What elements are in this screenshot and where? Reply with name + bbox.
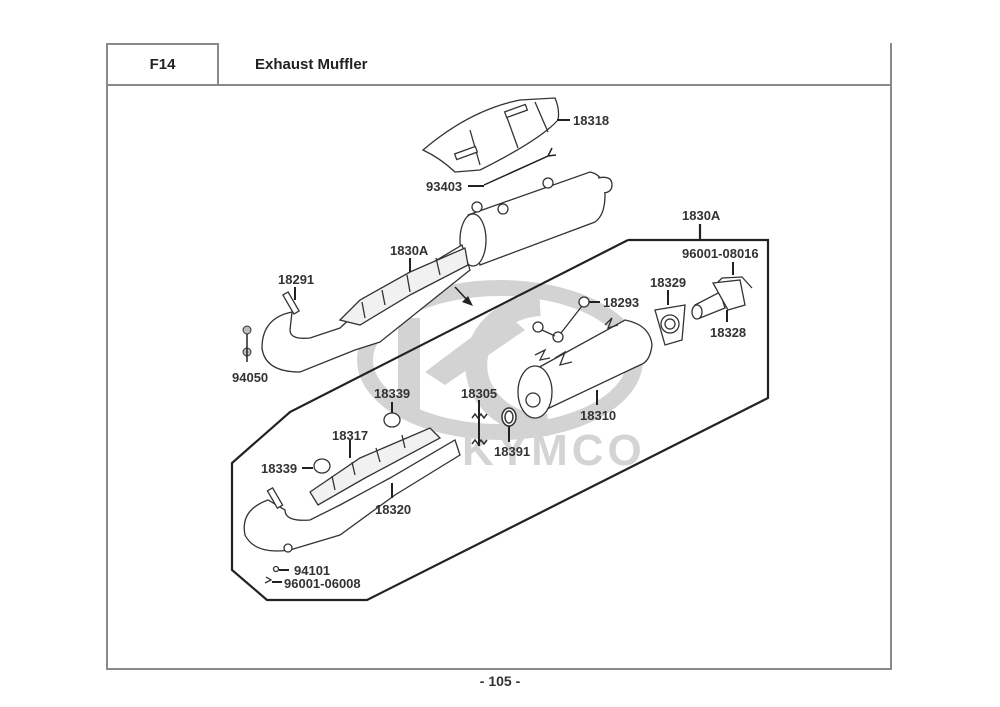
watermark-brand-text: KYMCO	[462, 426, 646, 475]
clamp-part	[313, 458, 331, 474]
callout-18329: 18329	[650, 275, 686, 290]
callout-18339-b: 18339	[261, 461, 297, 476]
page-frame	[106, 43, 892, 670]
small-fastener-part	[264, 565, 280, 584]
inset-muffler-part	[517, 317, 653, 419]
callout-18305: 18305	[461, 386, 497, 401]
callout-94050: 94050	[232, 370, 268, 385]
callout-18310: 18310	[580, 408, 616, 423]
callout-18318: 18318	[573, 113, 609, 128]
callout-96001-08016: 96001-08016	[682, 246, 759, 261]
callout-18317: 18317	[332, 428, 368, 443]
gasket-ring-part	[501, 407, 517, 427]
header-pipe-part	[261, 244, 471, 373]
inset-header-pipe-part	[243, 427, 461, 553]
callout-1830A-inset: 1830A	[682, 208, 721, 223]
callout-18328: 18328	[710, 325, 746, 340]
kymco-watermark-text: KYMCO	[462, 426, 646, 475]
callout-93403: 93403	[426, 179, 462, 194]
inset-frame	[230, 238, 770, 602]
flange-pipe-part	[691, 276, 753, 320]
callout-18293: 18293	[603, 295, 639, 310]
main-muffler-part	[459, 171, 613, 267]
callout-18339-a: 18339	[374, 386, 410, 401]
bracket-part	[483, 147, 557, 186]
callout-94101: 94101	[294, 563, 330, 578]
callout-1830A-main: 1830A	[390, 243, 429, 258]
page-title: Exhaust Muffler	[255, 56, 368, 73]
flange-gasket-part	[654, 304, 686, 346]
callout-18291: 18291	[278, 272, 314, 287]
heat-shield-part	[421, 97, 560, 173]
callout-18391: 18391	[494, 444, 530, 459]
callout-labels: 18318 93403 1830A 18291 94050 1830A 9600…	[232, 113, 759, 591]
section-code: F14	[106, 43, 219, 86]
page-number: - 105 -	[479, 673, 521, 689]
callout-18320: 18320	[375, 502, 411, 517]
header-divider	[218, 84, 892, 86]
callout-96001-06008: 96001-06008	[284, 576, 361, 591]
nut-part	[242, 325, 252, 362]
clamp-part	[383, 412, 401, 428]
